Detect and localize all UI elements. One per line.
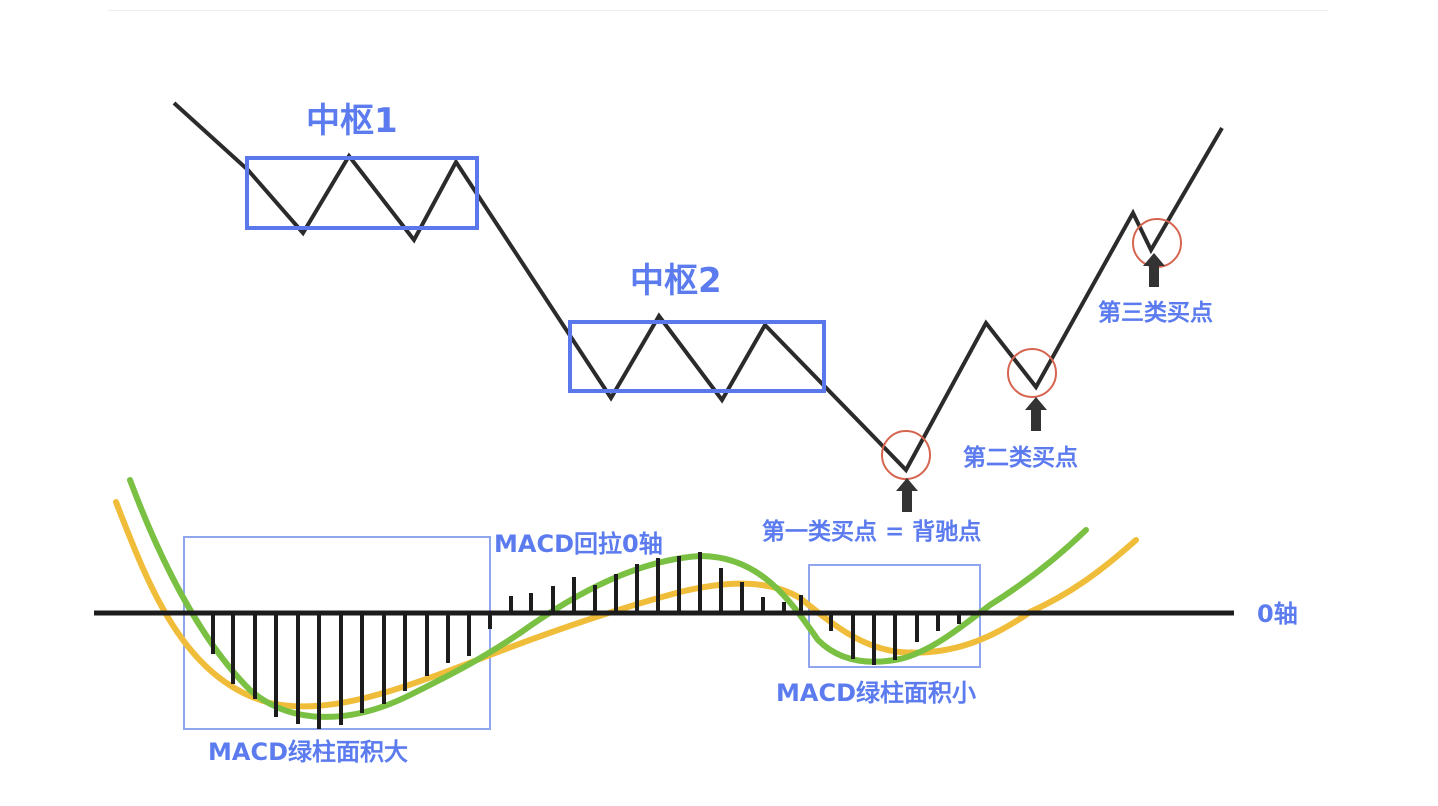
buy-point-1-circle <box>881 430 931 480</box>
buy-point-2-label: 第二类买点 <box>963 444 1078 471</box>
dif-green-line <box>127 477 1089 720</box>
buy-point-1-label: 第一类买点 = 背驰点 <box>762 518 981 545</box>
zhongshu-2-box <box>568 320 826 393</box>
buy-point-3-label: 第三类买点 <box>1098 299 1213 326</box>
zero-axis-label: 0轴 <box>1257 600 1298 628</box>
buy-point-2-circle <box>1007 348 1057 398</box>
zhongshu-1-label: 中枢1 <box>306 101 398 141</box>
top-divider <box>108 10 1328 11</box>
macd-green-big-box <box>183 536 491 730</box>
buy-points-group <box>881 218 1182 512</box>
zhongshu-1-box <box>245 156 479 230</box>
macd-green-small-label: MACD绿柱面积小 <box>776 679 976 707</box>
macd-pullback-label: MACD回拉0轴 <box>494 530 663 558</box>
macd-green-big-label: MACD绿柱面积大 <box>208 738 408 766</box>
up-arrow-icon <box>896 478 918 512</box>
zhongshu-2-label: 中枢2 <box>630 261 722 301</box>
up-arrow-icon <box>1143 253 1165 287</box>
price-zigzag-line <box>172 101 1224 474</box>
up-arrow-icon <box>1025 397 1047 431</box>
